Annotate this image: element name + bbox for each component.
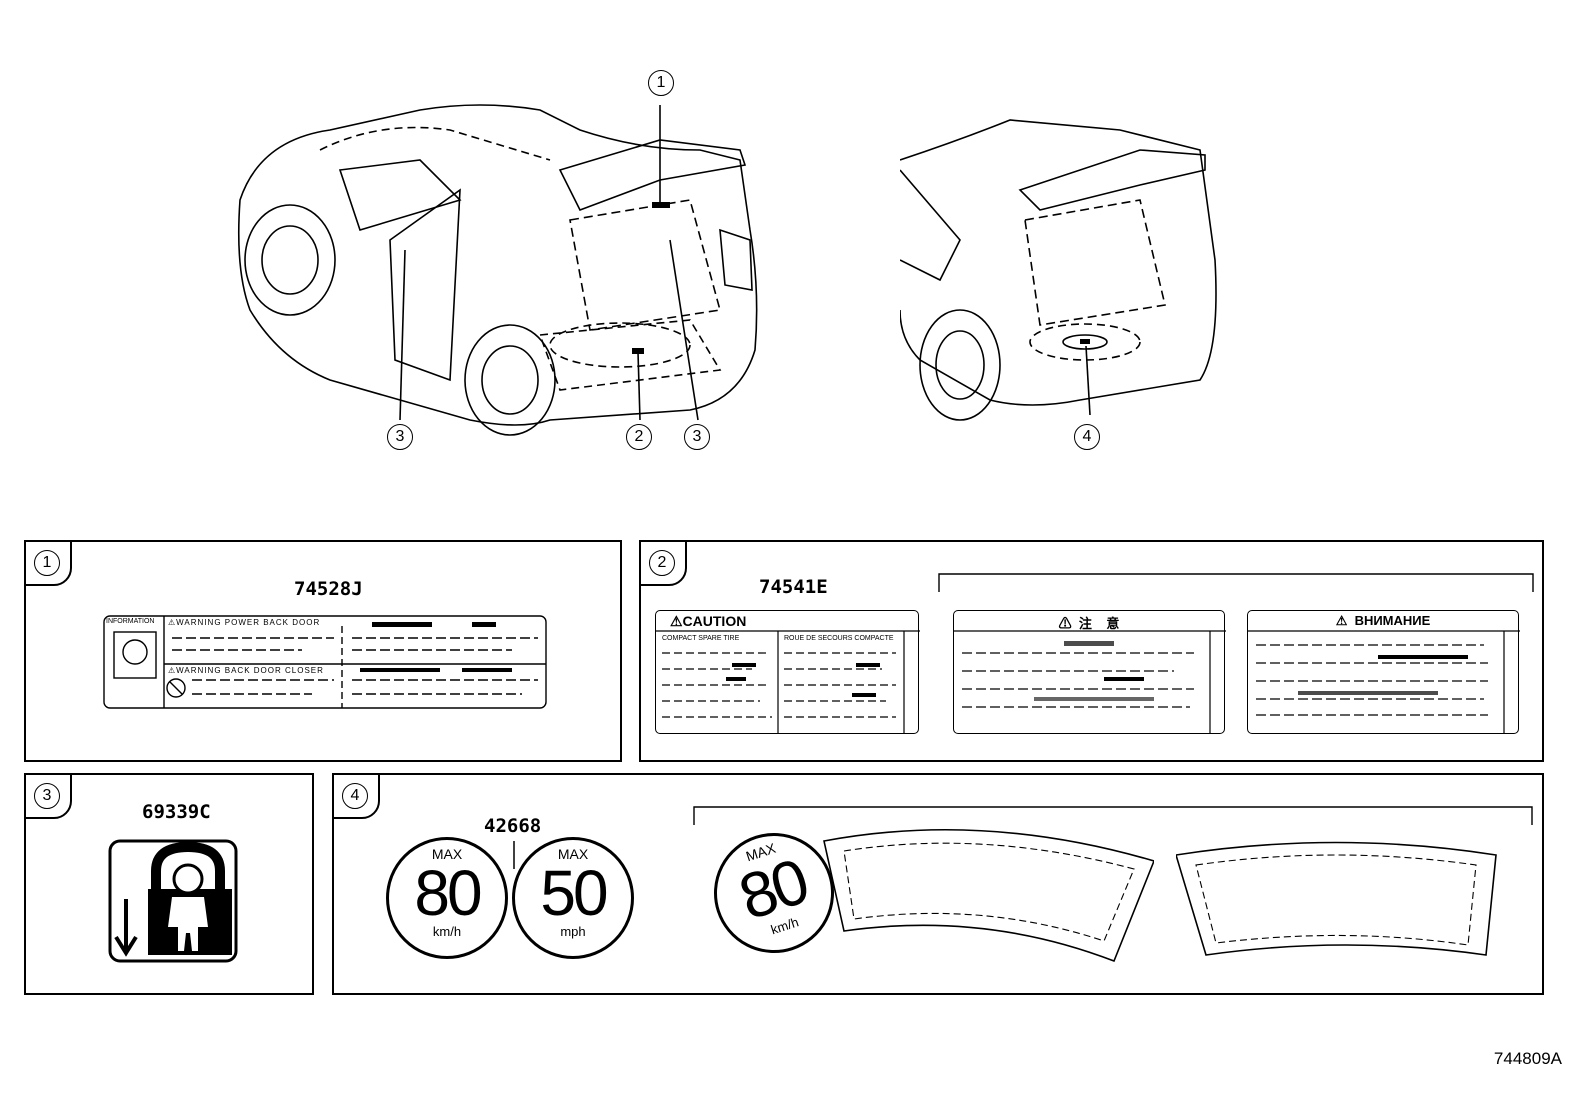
part-number-69339C: 69339C (142, 801, 211, 823)
callout-4-right: 4 (1074, 424, 1100, 450)
caution-label-en-fr: ⚠CAUTION COMPACT SPARE TIRE ROUE DE SECO… (655, 610, 920, 734)
badge1-unit-text: km/h (432, 924, 462, 939)
part-number-74528J: 74528J (294, 578, 363, 600)
panel-4: 4 42668 MAX 80 km/h MAX 50 mph MAX 80 km… (332, 773, 1544, 995)
panel-1: 1 74528J INFORMATION ⚠WARNING POWER BACK… (24, 540, 622, 762)
ru-title: ⚠ ВНИМАНИЕ (1335, 613, 1431, 628)
back-door-closer-warning-text: ⚠WARNING BACK DOOR CLOSER (168, 666, 324, 675)
info-header-text: INFORMATION (106, 618, 155, 625)
badge2-value-text: 50 (540, 857, 608, 929)
vehicle-left-drawing (237, 104, 758, 436)
caution-sub-right: ROUE DE SECOURS COMPACTE (784, 635, 894, 642)
leader-42668 (513, 841, 515, 869)
speed-badge-50-mph: MAX 50 mph (512, 837, 634, 959)
panel-2-tab: 2 (639, 540, 687, 586)
callout-3-left: 3 (387, 424, 413, 450)
panel-2: 2 74541E ⚠CAUTION COMPACT SPARE TIRE ROU… (639, 540, 1544, 762)
badge2-unit-text: mph (560, 924, 586, 939)
vehicle-right-drawing (900, 119, 1217, 421)
panel-3: 3 69339C (24, 773, 314, 995)
figure-id: 744809A (1493, 1049, 1562, 1068)
panel-2-number: 2 (649, 550, 675, 576)
ru-label-lines (1248, 630, 1520, 733)
variant-bracket (938, 573, 1534, 592)
badge1-value-text: 80 (414, 857, 482, 929)
child-lock-label (108, 839, 238, 963)
caution-label-jp: ⚠ 注 意 (953, 610, 1226, 734)
part-number-74541E: 74541E (759, 576, 828, 598)
speed-badge-80-kmh: MAX 80 km/h (386, 837, 508, 959)
panel-1-number: 1 (34, 550, 60, 576)
panel-3-tab: 3 (24, 773, 72, 819)
variant-bracket-4 (693, 806, 1533, 825)
caution-label-ru: ⚠ ВНИМАНИЕ (1247, 610, 1520, 734)
curved-strip-label-1 (823, 828, 1154, 963)
power-back-door-warning-text: ⚠WARNING POWER BACK DOOR (168, 618, 321, 627)
callout-2-mid: 2 (626, 424, 652, 450)
part-number-42668: 42668 (484, 815, 542, 837)
curved-strip-label-2 (1176, 841, 1497, 956)
caution-label-lines (656, 630, 920, 733)
badge2-max-text: MAX (557, 846, 589, 862)
jp-label-lines (954, 630, 1226, 733)
panel-4-number: 4 (342, 783, 368, 809)
caution-sub-left: COMPACT SPARE TIRE (662, 635, 740, 642)
panel-1-tab: 1 (24, 540, 72, 586)
panel-4-tab: 4 (332, 773, 380, 819)
panel-3-number: 3 (34, 783, 60, 809)
badge1-max-text: MAX (431, 846, 463, 862)
callout-1-top: 1 (648, 70, 674, 96)
callout-3-mid: 3 (684, 424, 710, 450)
caution-title: ⚠CAUTION (670, 613, 747, 629)
back-door-warning-label (103, 615, 547, 709)
jp-title: ⚠ 注 意 (1058, 616, 1120, 631)
